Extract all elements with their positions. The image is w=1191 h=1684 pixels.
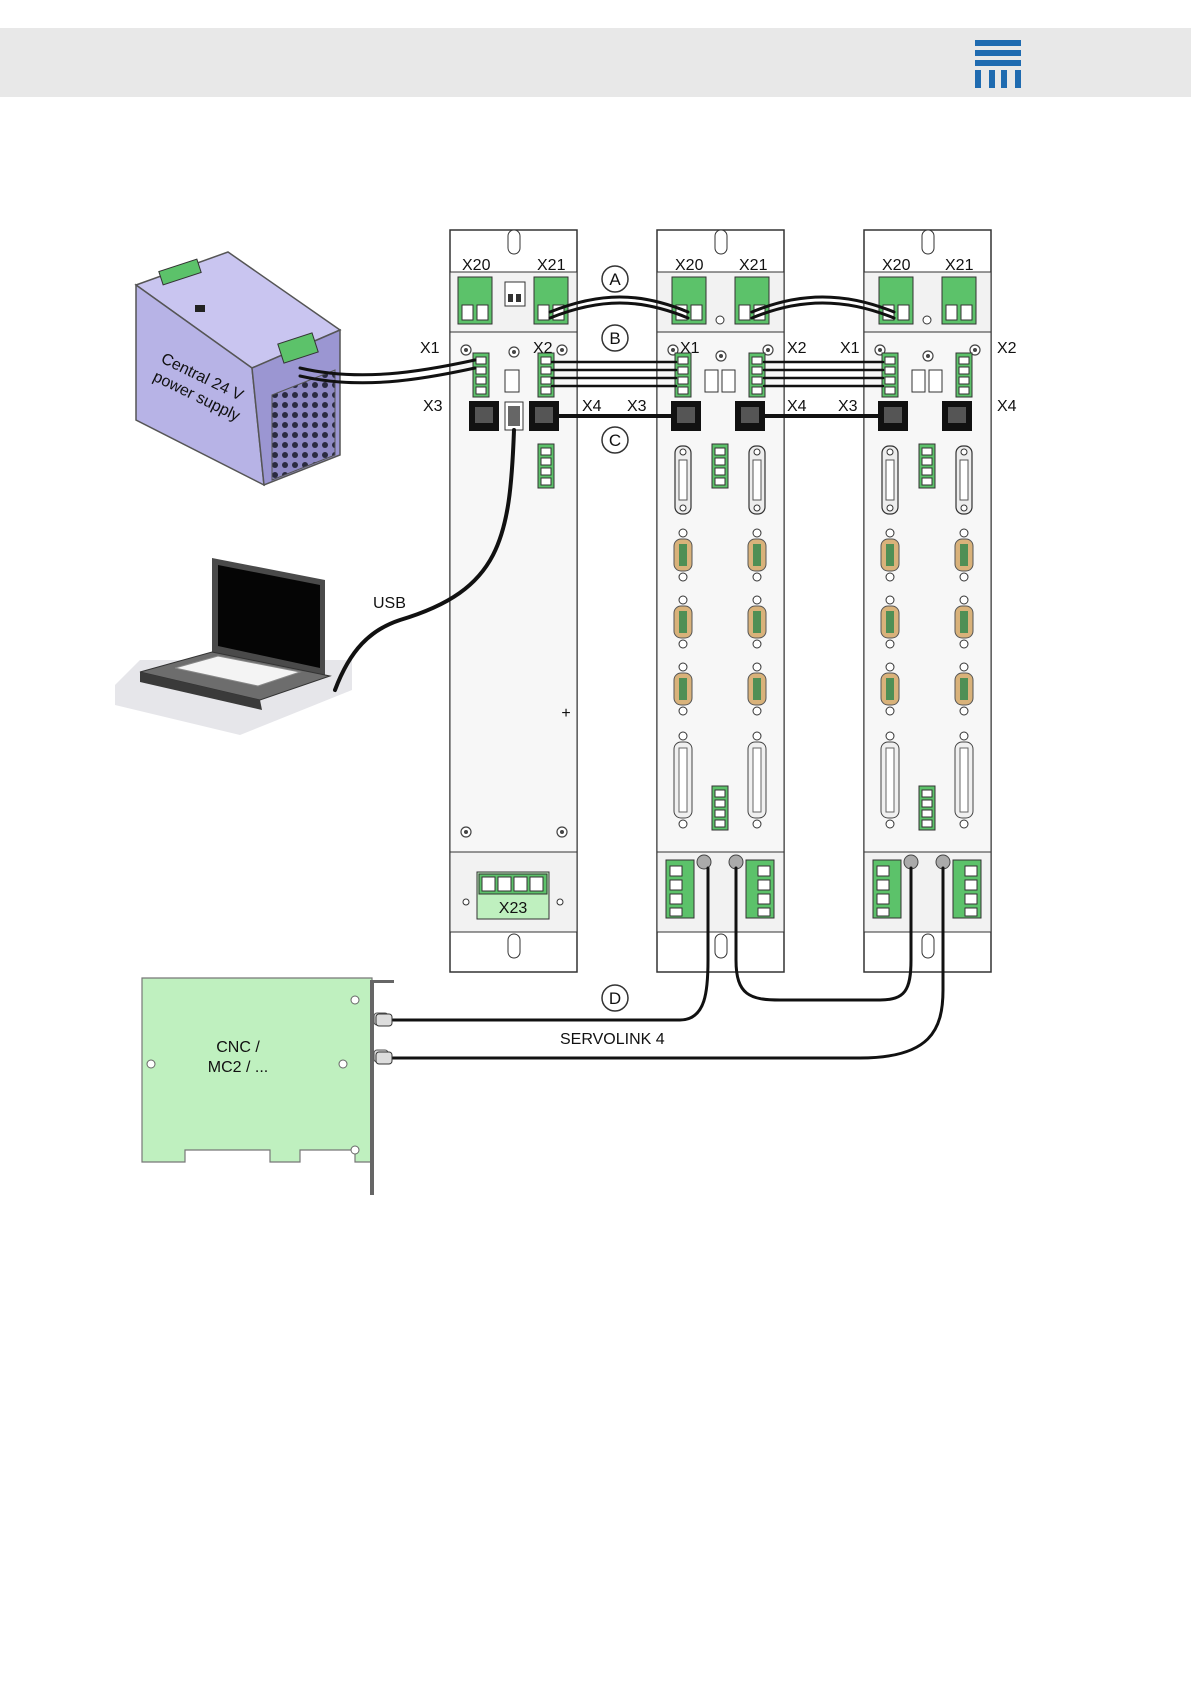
axis-module-2 (864, 230, 991, 972)
callout-c: C (609, 431, 621, 450)
m2-x21-label: X21 (739, 257, 768, 274)
card-label-line2: MC2 / ... (208, 1059, 268, 1076)
m2-x4-label: X4 (787, 398, 807, 415)
axis-module-1 (657, 230, 784, 972)
m2-x2-label: X2 (787, 340, 807, 357)
m1-x2-label: X2 (533, 340, 553, 357)
m1-x23-label: X23 (499, 900, 528, 917)
m2-x20-label: X20 (675, 257, 704, 274)
card-label-line1: CNC / (216, 1039, 260, 1056)
m3-x21-label: X21 (945, 257, 974, 274)
m2-x1-label: X1 (680, 340, 700, 357)
m1-x1-label: X1 (420, 340, 440, 357)
m3-x1-label: X1 (840, 340, 860, 357)
supply-module: + X23 (450, 230, 577, 972)
m3-x20-label: X20 (882, 257, 911, 274)
svg-text:+: + (561, 705, 570, 722)
m3-x4-label: X4 (997, 398, 1017, 415)
m1-x21-label: X21 (537, 257, 566, 274)
m2-x3-label: X3 (627, 398, 647, 415)
laptop (115, 558, 352, 735)
callout-a: A (609, 270, 621, 289)
cnc-controller-card: CNC / MC2 / ... (142, 978, 394, 1195)
m1-x3-label: X3 (423, 398, 443, 415)
m1-x20-label: X20 (462, 257, 491, 274)
m1-x4-label: X4 (582, 398, 602, 415)
servolink-label: SERVOLINK 4 (560, 1031, 665, 1048)
callout-d: D (609, 989, 621, 1008)
m3-x3-label: X3 (838, 398, 858, 415)
callout-b: B (609, 329, 620, 348)
usb-label: USB (373, 595, 406, 612)
m3-x2-label: X2 (997, 340, 1017, 357)
